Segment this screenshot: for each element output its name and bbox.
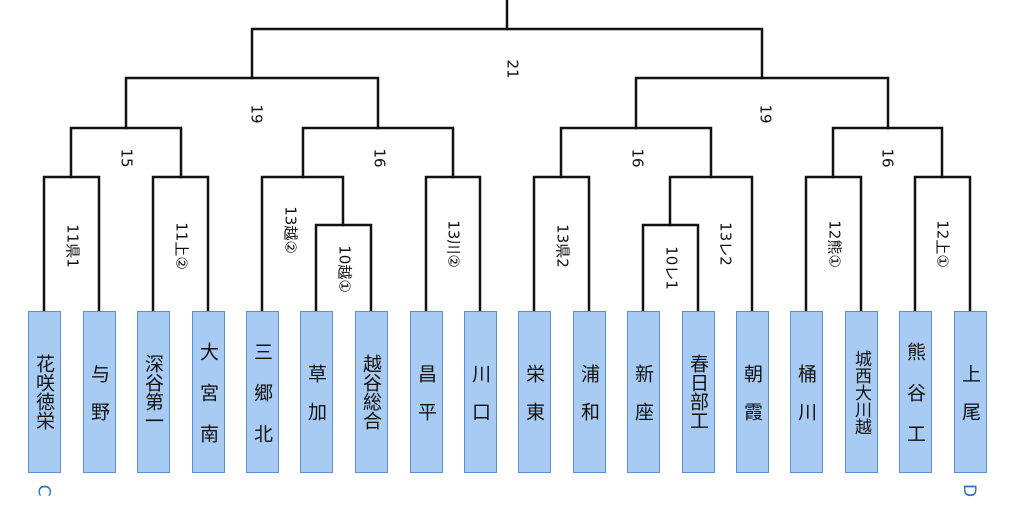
team-name: 与 野 [88,363,110,421]
seed-label: 12熊① [825,220,844,268]
team-box: 深谷第一 [137,311,170,473]
team-name: 熊 谷 工 [904,341,926,443]
score-label: 19 [247,104,266,124]
team-box: 与 野 [83,311,116,473]
team-name: 昌 平 [415,363,437,421]
team-name: 城西大川越 [851,349,871,435]
team-name: 大 宮 南 [197,341,219,443]
team-box: 新 座 [627,311,660,473]
team-box: 浦 和 [573,311,606,473]
team-name: 新 座 [632,363,654,421]
team-box: 川 口 [464,311,497,473]
team-name: 栄 東 [523,363,545,421]
team-box: 大 宮 南 [192,311,225,473]
team-box: 春日部工 [682,311,715,473]
score-label: 16 [370,148,389,168]
seed-label: 13県2 [553,224,572,268]
team-box: 城西大川越 [845,311,878,473]
seed-label: 12上① [933,220,952,268]
team-box: 上 尾 [954,311,987,473]
team-box: 朝 霞 [736,311,769,473]
team-box: 桶 川 [790,311,823,473]
block-label-left: C [33,484,54,497]
team-name: 越谷総合 [360,354,382,430]
team-name: 朝 霞 [741,363,763,421]
bracket-line [260,175,345,313]
seed-label: 10越① [335,245,354,293]
team-name: 草 加 [305,363,327,421]
seed-label: 11県1 [63,224,82,268]
seed-label: 10レ1 [662,246,681,290]
score-label: 19 [756,104,775,124]
team-box: 越谷総合 [355,311,388,473]
team-name: 春日部工 [687,354,709,430]
seed-label: 13川② [444,220,463,268]
score-label: 16 [628,148,647,168]
seed-label: 11上② [172,222,191,270]
bracket-line [668,175,754,313]
team-name: 川 口 [469,363,491,421]
score-label: 15 [117,148,136,168]
seed-label: 13越② [281,206,300,254]
team-name: 深谷第一 [142,354,164,430]
team-box: 昌 平 [410,311,443,473]
team-box: 草 加 [300,311,333,473]
score-label: 16 [878,148,897,168]
team-name: 三 郷 北 [251,341,273,443]
score-label: 21 [503,59,522,79]
team-name: 上 尾 [959,363,981,421]
block-label-right: D [959,483,980,498]
team-box: 花咲徳栄 [28,311,61,473]
seed-label: 13レ2 [716,222,735,266]
team-box: 熊 谷 工 [899,311,932,473]
team-box: 三 郷 北 [246,311,279,473]
team-name: 浦 和 [578,363,600,421]
team-name: 桶 川 [795,363,817,421]
team-box: 栄 東 [518,311,551,473]
team-name: 花咲徳栄 [33,354,55,430]
